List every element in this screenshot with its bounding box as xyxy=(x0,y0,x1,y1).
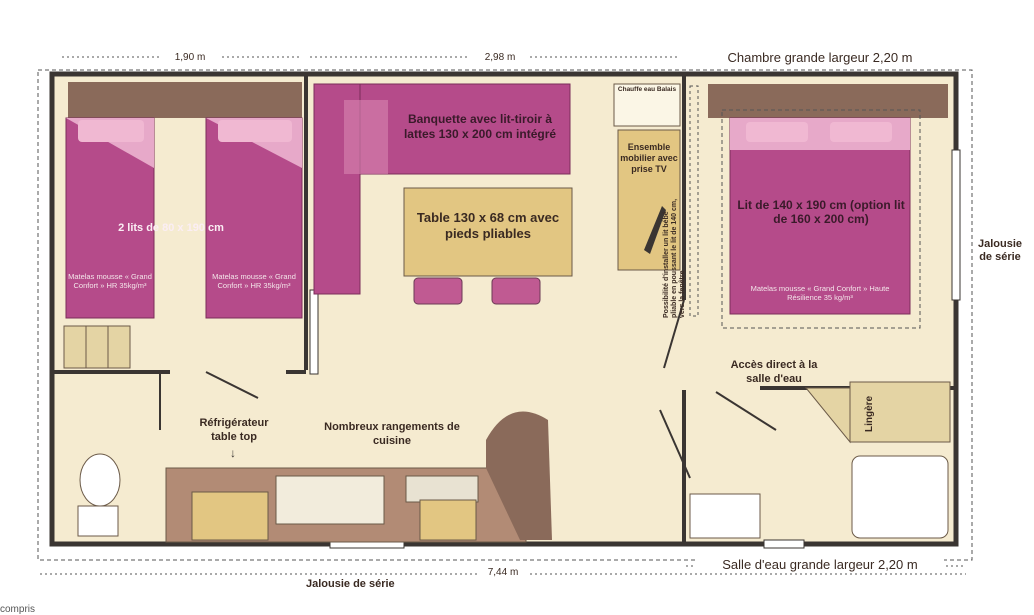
dim-total-length: 7,44 m xyxy=(478,567,528,578)
label-water-heater: Chauffe eau Balais xyxy=(617,86,677,93)
chair-left xyxy=(413,277,463,305)
arrow-down-icon: ↓ xyxy=(230,446,236,460)
washbasin xyxy=(689,493,761,539)
label-linen: Lingère xyxy=(864,395,875,432)
label-twin-beds: 2 lits de 80 x 190 cm xyxy=(118,222,224,234)
label-bathroom-access: Accès direct à la salle d'eau xyxy=(730,359,818,385)
shelf-left xyxy=(63,325,131,369)
outer-wall xyxy=(49,71,959,547)
footer-fragment: compris xyxy=(0,604,36,615)
window-bathroom xyxy=(763,539,805,549)
label-mattress-right: Matelas mousse « Grand Confort » HR 35kg… xyxy=(212,272,296,290)
label-kitchen-storage: Nombreux rangements de cuisine xyxy=(324,421,460,447)
tv-icon xyxy=(644,206,666,254)
window-living xyxy=(309,289,319,375)
bed-extension-outline xyxy=(721,109,921,329)
water-heater xyxy=(613,83,681,127)
dim-left-width: 1,90 m xyxy=(160,52,220,63)
headboard-double xyxy=(708,84,948,118)
label-blind-bottom: Jalousie de série xyxy=(306,578,395,590)
label-mattress-double: Matelas mousse « Grand Confort » Haute R… xyxy=(750,284,890,302)
wc-bowl xyxy=(79,453,121,507)
fridge xyxy=(191,491,269,541)
shower xyxy=(851,455,949,539)
pillow-left xyxy=(78,120,144,142)
dim-bedroom-width: Chambre grande largeur 2,20 m xyxy=(700,50,940,65)
label-tv-unit: Ensemble mobilier avec prise TV xyxy=(620,142,678,174)
kitchen-corner-unit xyxy=(486,411,552,540)
dining-table xyxy=(403,187,573,277)
window-bedroom2 xyxy=(951,149,961,301)
label-mattress-left: Matelas mousse « Grand Confort » HR 35kg… xyxy=(68,272,152,290)
chair-right xyxy=(491,277,541,305)
label-banquette: Banquette avec lit-tiroir à lattes 130 x… xyxy=(403,112,557,141)
headboard-left xyxy=(68,82,302,118)
sink xyxy=(275,475,385,525)
label-fridge: Réfrigérateur table top xyxy=(199,417,269,443)
dim-bathroom-width: Salle d'eau grande largeur 2,20 m xyxy=(696,557,944,572)
label-blind-right: Jalousie de série xyxy=(977,238,1023,263)
dim-middle-width: 2,98 m xyxy=(470,52,530,63)
bed-double xyxy=(729,117,911,315)
label-extra-bed-note: Possibilité d'installer un lit bébé plia… xyxy=(663,198,686,318)
wc-tank xyxy=(77,505,119,537)
label-double-bed: Lit de 140 x 190 cm (option lit de 160 x… xyxy=(737,198,905,226)
label-table: Table 130 x 68 cm avec pieds pliables xyxy=(416,210,560,241)
pillow-right xyxy=(218,120,292,142)
outer-outline xyxy=(37,69,973,561)
hob xyxy=(405,475,479,503)
